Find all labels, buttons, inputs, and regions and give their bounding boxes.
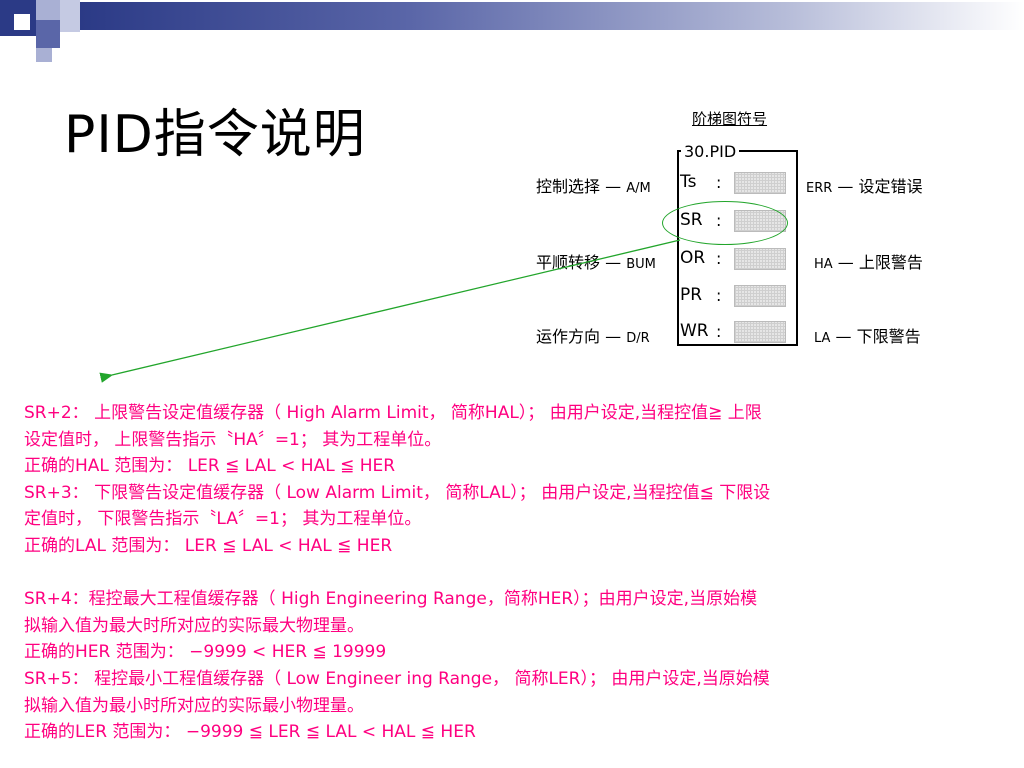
text-line: 正确的HER 范围为： −9999 < HER ≦ 19999	[24, 642, 387, 663]
right-label-cn: 上限警告	[858, 253, 923, 272]
left-label-1: 平顺转移 — BUM	[536, 249, 656, 273]
operand-cell	[734, 321, 786, 343]
right-label-2: LA — 下限警告	[814, 323, 921, 347]
text-line: 正确的LAL 范围为： LER ≦ LAL < HAL ≦ HER	[24, 535, 393, 556]
left-label-2: 运作方向 — D/R	[536, 323, 650, 347]
operand-colon: :	[716, 286, 722, 305]
text-line: SR+4：程控最大工程值缓存器（ High Engineering Range，…	[24, 589, 758, 610]
header-square-light2	[60, 0, 80, 32]
text-line: 正确的HAL 范围为： LER ≦ LAL < HAL ≦ HER	[24, 456, 396, 477]
operand-ts: Ts	[680, 172, 697, 192]
right-label-dash: —	[835, 327, 852, 346]
text-line: 定值时， 下限警告指示〝LA〞=1； 其为工程单位。	[24, 509, 422, 530]
left-label-dash: —	[605, 327, 622, 346]
text-line: SR+5： 程控最小工程值缓存器（ Low Engineer ing Range…	[24, 668, 770, 689]
left-label-0: 控制选择 — A/M	[536, 173, 651, 197]
page-title: PID指令说明	[64, 105, 366, 165]
text-line: 拟输入值为最小时所对应的实际最小物理量。	[24, 695, 364, 716]
left-label-pin: D/R	[626, 331, 650, 346]
right-label-0: ERR — 设定错误	[806, 173, 922, 197]
operand-wr: WR	[680, 321, 709, 341]
left-label-cn: 运作方向	[536, 327, 601, 346]
operand-or: OR	[680, 248, 706, 268]
operand-cell	[734, 248, 786, 270]
left-label-dash: —	[605, 253, 622, 272]
right-label-pin: HA	[814, 257, 833, 272]
text-line: 拟输入值为最大时所对应的实际最大物理量。	[24, 615, 364, 636]
operand-cell	[734, 172, 786, 194]
text-line: 设定值时， 上限警告指示〝HA〞=1； 其为工程单位。	[24, 429, 442, 450]
left-label-cn: 平顺转移	[536, 253, 601, 272]
text-line: SR+3： 下限警告设定值缓存器（ Low Alarm Limit， 简称LAL…	[24, 482, 771, 503]
right-label-1: HA — 上限警告	[814, 249, 923, 273]
header-square-light	[36, 0, 60, 20]
operand-colon: :	[716, 249, 722, 268]
right-label-dash: —	[837, 177, 854, 196]
text-line: SR+2： 上限警告设定值缓存器（ High Alarm Limit， 简称HA…	[24, 403, 762, 423]
right-label-pin: LA	[814, 331, 831, 346]
operand-pr: PR	[680, 285, 703, 305]
sr-highlight-ellipse	[662, 201, 788, 245]
header-gradient-bar	[80, 2, 1024, 30]
header-square-mid	[36, 20, 60, 48]
right-label-cn: 设定错误	[858, 177, 923, 196]
operand-colon: :	[716, 173, 722, 192]
pointer-arrow-line	[99, 239, 681, 383]
ladder-header: 阶梯图符号	[692, 110, 768, 128]
right-label-pin: ERR	[806, 181, 833, 196]
text-line	[24, 560, 1004, 587]
operand-cell	[734, 285, 786, 307]
operand-colon: :	[716, 322, 722, 341]
left-label-pin: BUM	[626, 257, 656, 272]
header-square-white	[14, 14, 30, 30]
right-label-cn: 下限警告	[856, 327, 921, 346]
left-label-cn: 控制选择	[536, 177, 601, 196]
text-line: 正确的LER 范围为： −9999 ≦ LER ≦ LAL < HAL ≦ HE…	[24, 722, 476, 743]
instruction-name: 30.PID	[681, 142, 740, 161]
left-label-pin: A/M	[626, 181, 651, 196]
right-label-dash: —	[837, 253, 854, 272]
header-square-small	[36, 48, 52, 62]
description-text: SR+2： 上限警告设定值缓存器（ High Alarm Limit， 简称HA…	[24, 400, 1004, 746]
left-label-dash: —	[605, 177, 622, 196]
